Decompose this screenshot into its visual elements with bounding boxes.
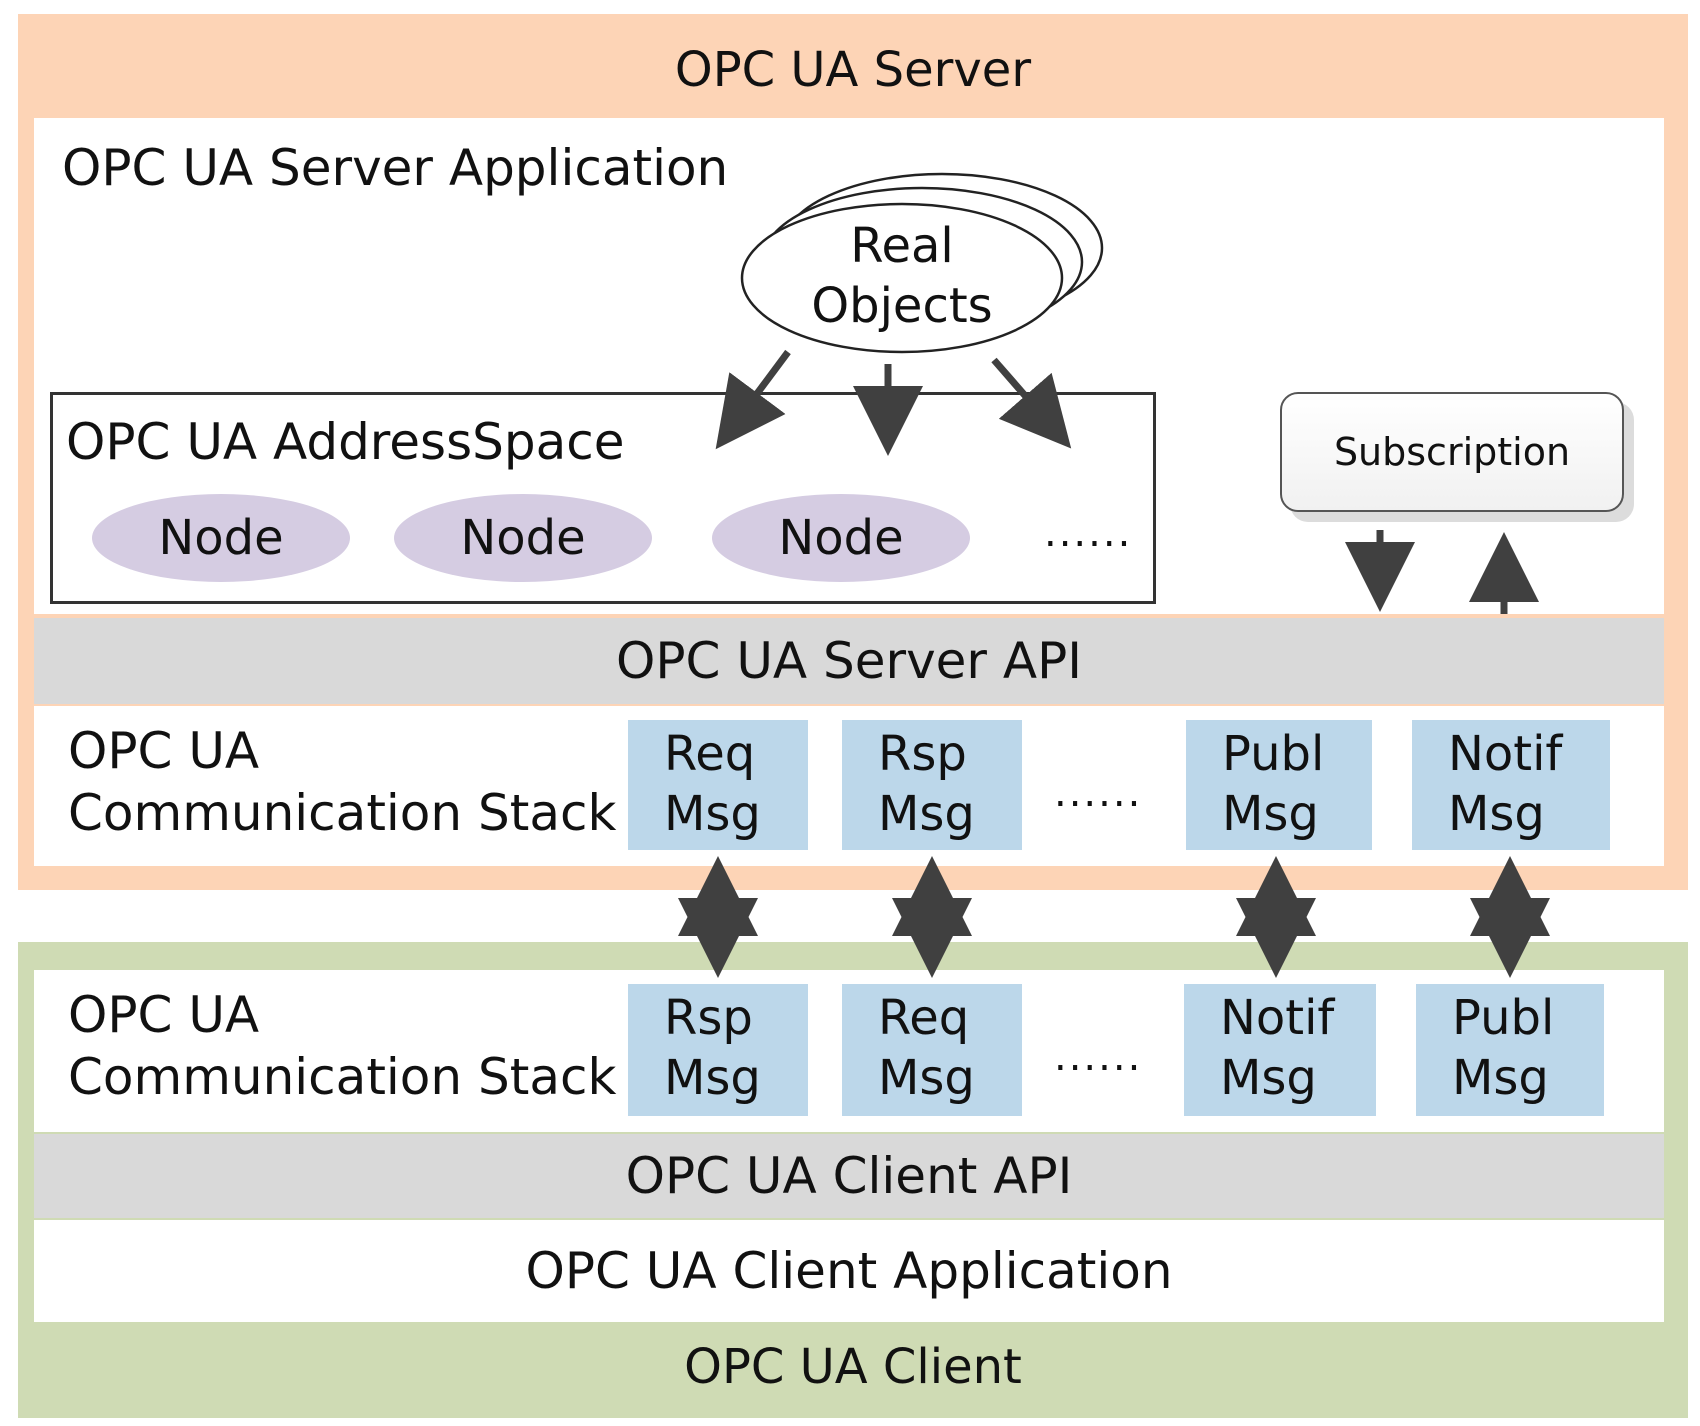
client-stack-title: OPC UA Communication Stack — [68, 986, 617, 1106]
address-space-more: ...... — [1044, 510, 1133, 556]
client-message-box: Rsp Msg — [628, 984, 808, 1116]
address-space-node: Node — [394, 494, 652, 582]
address-space-node: Node — [92, 494, 350, 582]
server-message-box: Req Msg — [628, 720, 808, 850]
server-title: OPC UA Server — [674, 42, 1032, 98]
subscription-box: Subscription — [1280, 392, 1624, 512]
server-message-box: Publ Msg — [1186, 720, 1372, 850]
server-stack-more: ...... — [1054, 770, 1143, 816]
client-message-box: Req Msg — [842, 984, 1022, 1116]
server-application-title: OPC UA Server Application — [62, 139, 729, 197]
client-stack-more: ...... — [1054, 1034, 1143, 1080]
client-title: OPC UA Client — [684, 1339, 1022, 1395]
server-message-box: Notif Msg — [1412, 720, 1610, 850]
client-message-box: Notif Msg — [1184, 984, 1376, 1116]
server-stack-title: OPC UA Communication Stack — [68, 722, 617, 842]
client-api-band: OPC UA Client API — [34, 1134, 1664, 1218]
client-application-panel: OPC UA Client Application — [34, 1220, 1664, 1322]
client-message-box: Publ Msg — [1416, 984, 1604, 1116]
real-objects-label: Real Objects — [811, 218, 993, 334]
server-api-band: OPC UA Server API — [34, 618, 1664, 704]
address-space-title: OPC UA AddressSpace — [66, 413, 625, 471]
server-message-box: Rsp Msg — [842, 720, 1022, 850]
address-space-node: Node — [712, 494, 970, 582]
